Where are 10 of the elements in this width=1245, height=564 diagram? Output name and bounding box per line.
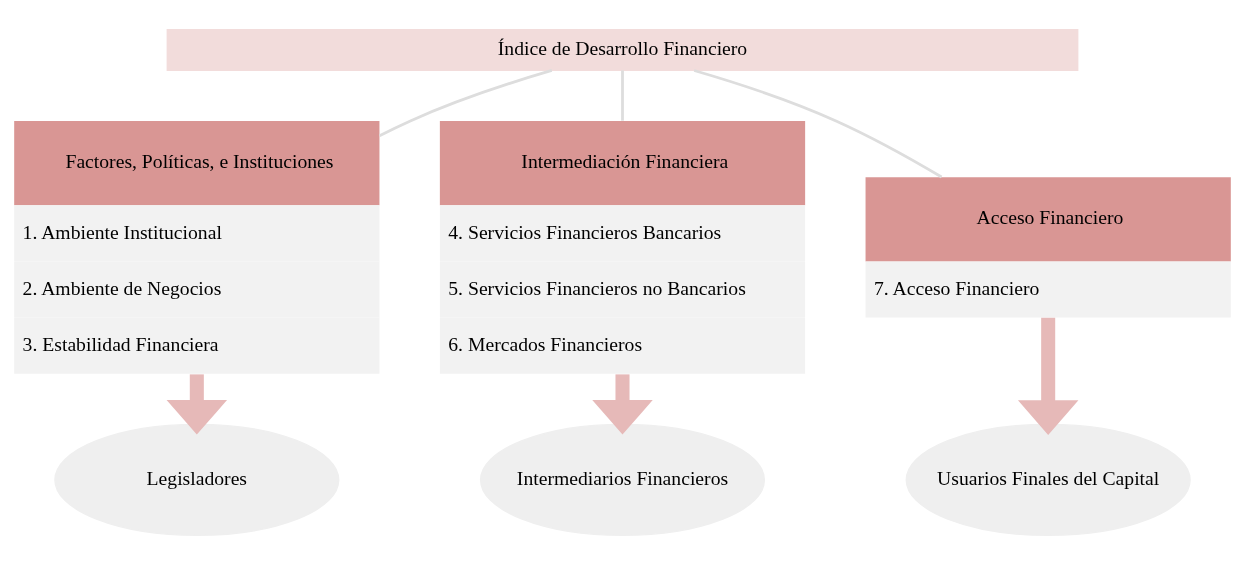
connector [621, 69, 624, 121]
node-ellipse: Legisladores [54, 423, 340, 536]
connector [378, 68, 553, 137]
node-ellipse: Usuarios Finales del Capital [905, 423, 1191, 536]
arrow [166, 373, 228, 435]
connector [693, 68, 943, 178]
arrow [1017, 317, 1079, 435]
node-box: Índice de Desarrollo Financiero [166, 28, 1079, 71]
node-ellipse: Intermediarios Financieros [479, 423, 766, 536]
arrow [592, 373, 653, 435]
